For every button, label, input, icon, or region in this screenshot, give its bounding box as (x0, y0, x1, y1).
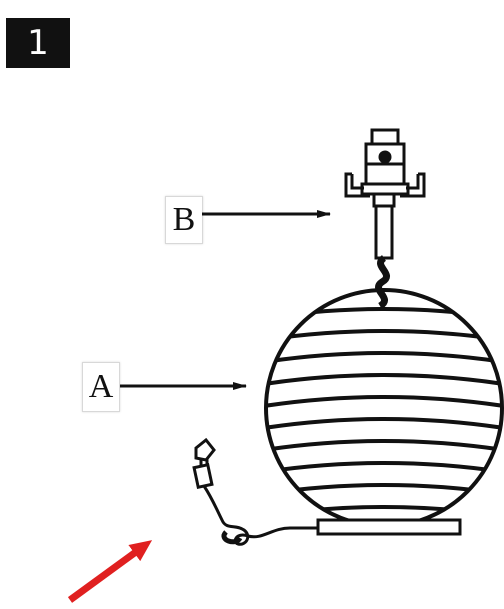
lamp-harp-socket-icon (344, 128, 426, 310)
callout-label-b: B (165, 196, 203, 244)
label-b-text: B (172, 201, 196, 238)
step-number: 1 (27, 23, 49, 63)
power-cord (202, 485, 318, 546)
power-plug-icon (192, 437, 216, 490)
step-number-badge: 1 (6, 18, 70, 68)
lamp-base-icon (264, 288, 504, 536)
label-a-text: A (88, 368, 114, 405)
red-pointer-arrow-icon (67, 540, 153, 603)
callout-label-a: A (82, 362, 120, 412)
